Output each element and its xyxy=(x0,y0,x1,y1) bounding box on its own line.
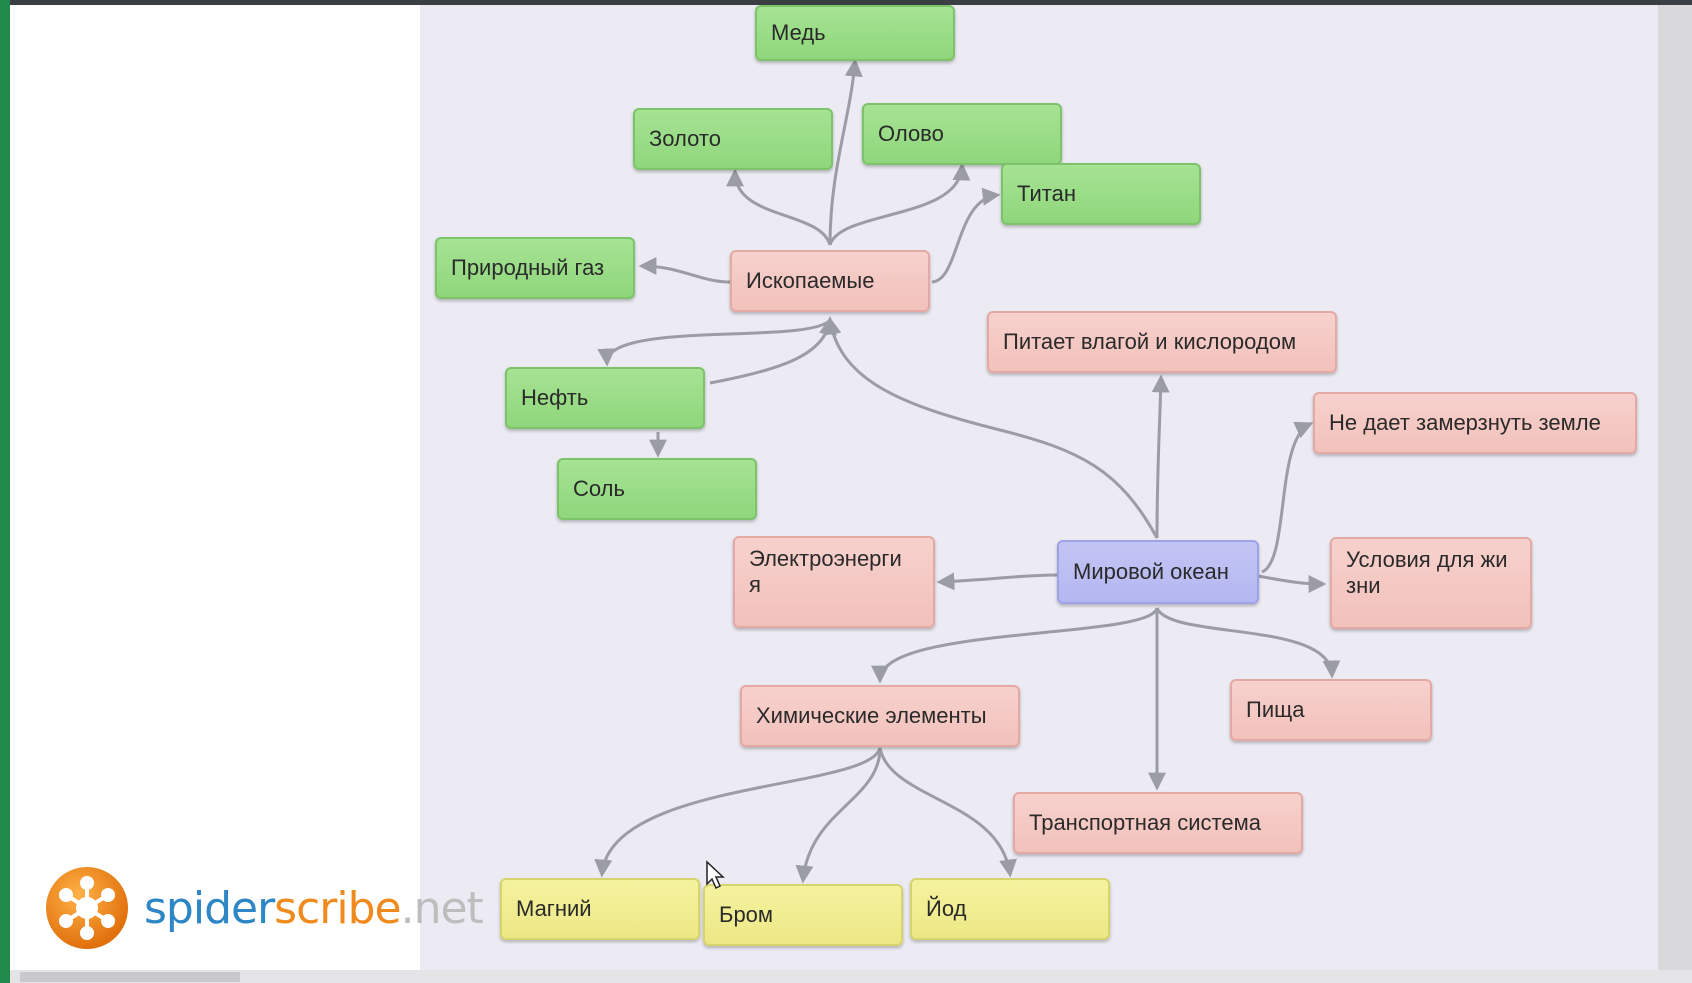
spider-logo-icon xyxy=(46,867,128,949)
node-chemical-elements[interactable]: Химические элементы xyxy=(740,685,1020,747)
left-panel xyxy=(10,5,420,977)
node-oil[interactable]: Нефть xyxy=(505,367,705,429)
node-moisture-oxygen[interactable]: Питает влагой и кислородом xyxy=(987,311,1337,373)
edge-minerals-gold xyxy=(726,168,832,246)
node-food[interactable]: Пища xyxy=(1230,679,1432,741)
edge-ocean-nofreeze xyxy=(1261,421,1314,574)
edge-oil-minerals xyxy=(709,316,837,385)
right-margin xyxy=(1658,5,1692,977)
node-bromine[interactable]: Бром xyxy=(703,884,903,946)
node-gold[interactable]: Золото xyxy=(633,108,833,170)
edge-minerals-tin xyxy=(828,162,971,246)
node-titanium[interactable]: Титан xyxy=(1001,163,1201,225)
node-tin[interactable]: Олово xyxy=(862,103,1062,165)
node-iodine[interactable]: Йод xyxy=(910,878,1110,940)
edge-minerals-gas xyxy=(638,257,731,284)
logo-text-scribe: scribe xyxy=(274,882,401,934)
edge-ocean-electricity xyxy=(936,572,1058,591)
edge-minerals-oil xyxy=(597,318,832,367)
logo-text-net: .net xyxy=(400,882,484,934)
node-transport-system[interactable]: Транспортная система xyxy=(1013,792,1303,854)
edge-ocean-food xyxy=(1155,607,1341,679)
node-minerals[interactable]: Ископаемые xyxy=(730,250,930,312)
node-natural-gas[interactable]: Природный газ xyxy=(435,237,635,299)
edge-chem-magnesium xyxy=(594,747,882,878)
spiderscribe-logo: spiderscribe.net xyxy=(44,865,484,951)
node-life-conditions[interactable]: Условия для жизни xyxy=(1330,537,1532,629)
edge-ocean-life xyxy=(1257,574,1327,593)
edge-ocean-moisture xyxy=(1151,374,1170,539)
edge-ocean-minerals xyxy=(823,316,1159,539)
node-salt[interactable]: Соль xyxy=(557,458,757,520)
node-electricity[interactable]: Электроэнерги я xyxy=(733,536,935,628)
edge-minerals-titanium xyxy=(931,187,1001,284)
bottom-strip xyxy=(10,970,1692,983)
node-copper[interactable]: Медь xyxy=(755,5,955,61)
edge-ocean-chemicals xyxy=(871,607,1159,684)
window-top-bar xyxy=(0,0,1692,5)
mouse-cursor-icon xyxy=(706,860,725,890)
edge-chem-bromine xyxy=(795,747,882,884)
node-world-ocean[interactable]: Мировой океан xyxy=(1057,540,1259,604)
logo-text-spider: spider xyxy=(144,882,275,934)
left-accent-bar xyxy=(0,0,10,983)
logo-wordmark: spiderscribe.net xyxy=(144,882,484,934)
bottom-tab[interactable] xyxy=(20,972,240,982)
node-no-freeze[interactable]: Не дает замерзнуть земле xyxy=(1313,392,1637,454)
edge-minerals-copper xyxy=(828,58,863,246)
node-magnesium[interactable]: Магний xyxy=(500,878,700,940)
edge-chem-iodine xyxy=(878,747,1017,878)
